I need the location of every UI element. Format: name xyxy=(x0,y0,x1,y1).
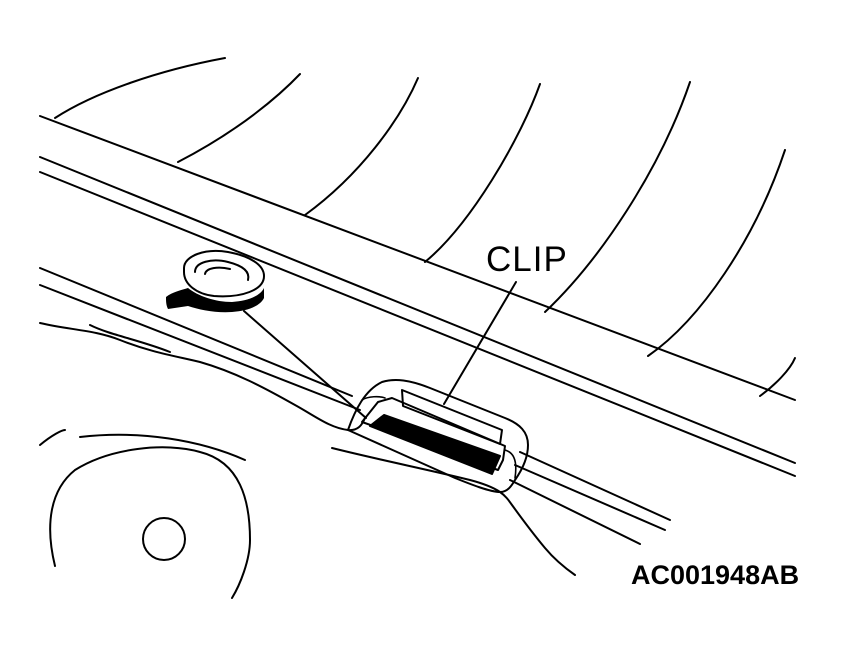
wheel-well-contour xyxy=(39,429,251,599)
hole-circle xyxy=(142,517,186,561)
loose-clip xyxy=(166,250,265,313)
roof-curves xyxy=(54,57,796,397)
clip-housing xyxy=(347,379,529,493)
leader-lines xyxy=(243,281,517,419)
body-contour xyxy=(39,322,576,576)
clip-label: CLIP xyxy=(486,240,568,279)
panel-edges xyxy=(39,115,796,477)
figure-code-label: AC001948AB xyxy=(631,560,800,590)
clip-part xyxy=(361,389,506,475)
lower-rail xyxy=(39,267,671,545)
